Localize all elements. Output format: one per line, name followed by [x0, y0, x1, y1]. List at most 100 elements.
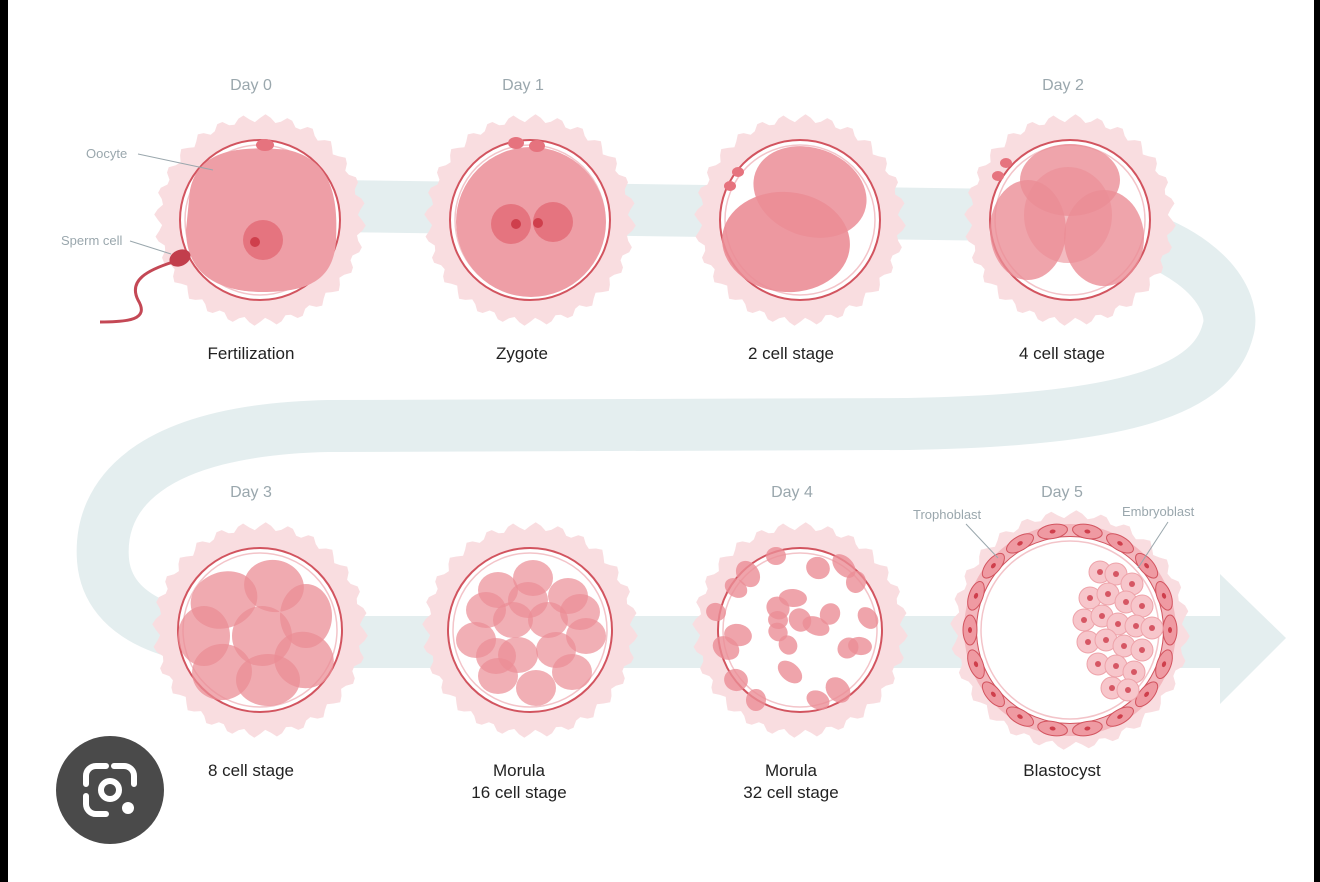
nucleolus — [533, 218, 543, 228]
caption-line: 2 cell stage — [748, 344, 834, 363]
pronucleus — [533, 202, 573, 242]
embryoblast-nucleus — [1087, 595, 1093, 601]
blastomere — [735, 560, 761, 588]
caption-2-cell-stage: 2 cell stage — [691, 343, 891, 365]
caption-morula-32: Morula 32 cell stage — [691, 760, 891, 804]
trophoblast-nucleus — [1084, 726, 1091, 731]
trophoblast-nucleus — [1017, 541, 1023, 546]
embryoblast-leader — [1137, 521, 1169, 569]
embryoblast-nucleus — [1149, 625, 1155, 631]
diagram-canvas: Day 0 Day 1 Day 2 Day 3 Day 4 Day 5 Fert… — [8, 0, 1314, 882]
embryoblast-nucleus — [1105, 591, 1111, 597]
trophoblast-nucleus — [1161, 592, 1167, 599]
embryoblast-nucleus — [1131, 669, 1137, 675]
blastomere — [768, 610, 788, 630]
blastomere — [1024, 167, 1112, 263]
trophoblast-nucleus — [1161, 661, 1167, 668]
polar-body — [992, 171, 1004, 181]
blastomere — [832, 554, 856, 578]
caption-line: Fertilization — [207, 344, 295, 363]
trophoblast-nucleus — [1144, 691, 1150, 697]
blastomere — [706, 602, 726, 622]
caption-line: Blastocyst — [1023, 761, 1101, 780]
blastomere — [280, 584, 332, 648]
day-label-stage-3: Day 2 — [1042, 77, 1084, 94]
trophoblast-nucleus — [1144, 563, 1150, 569]
embryoblast-nucleus — [1085, 639, 1091, 645]
sperm-head — [169, 249, 191, 267]
polar-body — [508, 137, 524, 149]
embryoblast-nucleus — [1115, 621, 1121, 627]
caption-line: 4 cell stage — [1019, 344, 1105, 363]
day-label-stage-0: Day 0 — [230, 77, 272, 94]
polar-body — [529, 140, 545, 152]
google-lens-button[interactable] — [56, 736, 164, 844]
zygote-cytoplasm — [456, 147, 606, 297]
blastomere — [466, 592, 506, 628]
blastomere — [508, 582, 548, 618]
embryo — [694, 114, 906, 326]
nucleolus — [250, 237, 260, 247]
caption-8-cell-stage: 8 cell stage — [151, 760, 351, 782]
annotation-oocyte: Oocyte — [86, 146, 128, 161]
caption-fertilization: Fertilization — [151, 343, 351, 365]
blastomere — [560, 594, 600, 630]
trophoblast-nucleus — [990, 563, 996, 569]
blastomere — [724, 668, 748, 692]
trophoblast-nucleus — [1168, 627, 1172, 633]
oocyte-leader — [137, 153, 214, 171]
embryo — [99, 114, 366, 326]
caption-line: Morula — [493, 761, 545, 780]
embryoblast-nucleus — [1139, 603, 1145, 609]
embryoblast-nucleus — [1103, 637, 1109, 643]
trophoblast-leader — [965, 523, 999, 559]
caption-line: Zygote — [496, 344, 548, 363]
blastomere — [806, 690, 830, 710]
caption-4-cell-stage: 4 cell stage — [962, 343, 1162, 365]
annotation-trophoblast: Trophoblast — [913, 507, 982, 522]
annotation-embryoblast: Embryoblast — [1122, 504, 1195, 519]
day-label-stage-7: Day 5 — [1041, 484, 1083, 501]
trophoblast-nucleus — [1117, 541, 1123, 546]
blastomere — [779, 588, 807, 608]
embryo — [424, 114, 636, 326]
trophoblast-nucleus — [973, 592, 979, 599]
embryoblast-nucleus — [1109, 685, 1115, 691]
polar-body — [732, 167, 744, 177]
caption-line: 16 cell stage — [471, 783, 567, 802]
embryoblast-nucleus — [1113, 663, 1119, 669]
blastomere — [178, 606, 230, 666]
blastomere — [536, 632, 576, 668]
embryoblast-nucleus — [1121, 643, 1127, 649]
caption-zygote: Zygote — [422, 343, 622, 365]
annotation-sperm-cell: Sperm cell — [61, 233, 123, 248]
blastomere — [802, 616, 830, 636]
blastomere — [476, 638, 516, 674]
polar-body — [724, 181, 736, 191]
blastomere — [236, 654, 300, 706]
day-label-stage-6: Day 4 — [771, 484, 813, 501]
embryo-stages — [99, 114, 1190, 750]
caption-line: 32 cell stage — [743, 783, 839, 802]
blastomere — [845, 571, 867, 593]
trophoblast-nucleus — [968, 627, 972, 633]
blastomere — [745, 689, 767, 711]
blastomere — [516, 670, 556, 706]
day-label-stage-4: Day 3 — [230, 484, 272, 501]
sperm-tail — [99, 260, 174, 324]
caption-morula-16: Morula 16 cell stage — [419, 760, 619, 804]
blastomere — [848, 636, 872, 656]
blastomere — [766, 547, 786, 565]
nucleolus — [511, 219, 521, 229]
embryo-development-diagram — [76, 114, 1286, 750]
trophoblast-nucleus — [973, 661, 979, 668]
google-lens-icon — [83, 763, 137, 817]
trophoblast-nucleus — [1117, 714, 1123, 719]
embryoblast-nucleus — [1097, 569, 1103, 575]
blastomere — [857, 607, 879, 629]
timeline-path-band — [76, 179, 1256, 668]
sperm-cell-leader — [129, 240, 172, 255]
trophoblast-nucleus — [990, 691, 996, 697]
embryoblast-nucleus — [1123, 599, 1129, 605]
caption-line: 8 cell stage — [208, 761, 294, 780]
